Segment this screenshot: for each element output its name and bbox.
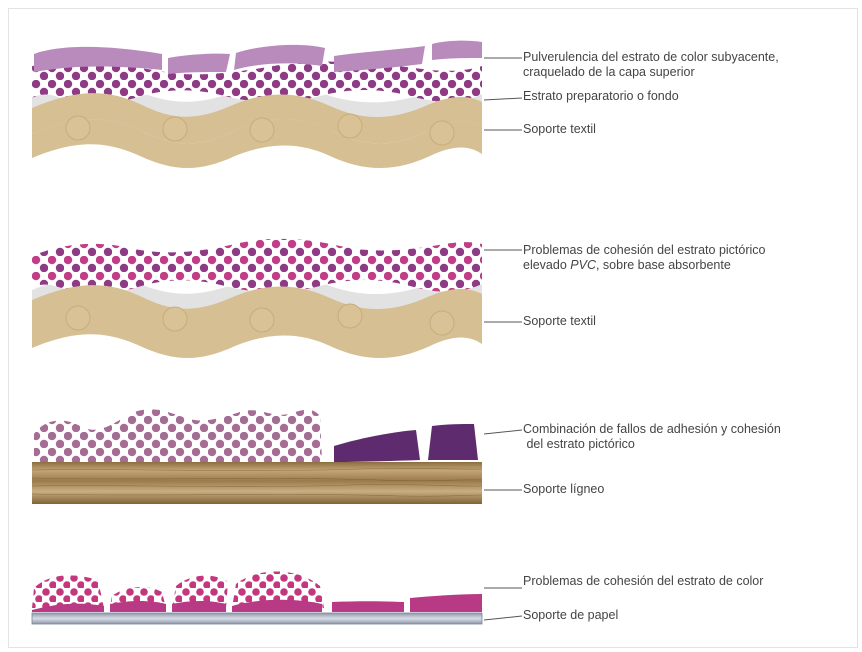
label-d2-top-line2: elevado PVC, sobre base absorbente: [523, 258, 766, 273]
diagram-2: [32, 239, 522, 358]
label-d1-top-line1: Pulverulencia del estrato de color subya…: [523, 50, 779, 65]
label-d3-top-line2: del estrato pictórico: [523, 437, 781, 452]
d3-detached-flakes: [334, 424, 478, 462]
label-d2-support: Soporte textil: [523, 314, 596, 329]
label-d1-support: Soporte textil: [523, 122, 596, 137]
d2-leader-lines: [484, 250, 522, 322]
diagram-4: [32, 572, 522, 625]
label-d1-top-line2: craquelado de la capa superior: [523, 65, 779, 80]
label-d3-top-line1: Combinación de fallos de adhesión y cohe…: [523, 422, 781, 437]
d4-leader-lines: [484, 588, 522, 620]
label-d4-top: Problemas de cohesión del estrato de col…: [523, 574, 763, 589]
label-d2-top: Problemas de cohesión del estrato pictór…: [523, 243, 766, 273]
d3-dotted-stratum: [34, 409, 322, 462]
label-d2-line2-post: , sobre base absorbente: [596, 258, 731, 272]
label-d2-line2-pre: elevado: [523, 258, 570, 272]
d2-dotted-stratum: [32, 239, 482, 293]
d1-leader-lines: [484, 58, 522, 130]
label-d4-support: Soporte de papel: [523, 608, 618, 623]
label-d1-top: Pulverulencia del estrato de color subya…: [523, 50, 779, 80]
label-d3-top: Combinación de fallos de adhesión y cohe…: [523, 422, 781, 452]
label-d2-top-line1: Problemas de cohesión del estrato pictór…: [523, 243, 766, 258]
label-d1-ground: Estrato preparatorio o fondo: [523, 89, 679, 104]
label-d2-line2-em: PVC: [570, 258, 596, 272]
diagram-3: [32, 409, 522, 504]
d4-paper-support: [32, 613, 482, 624]
label-d3-support: Soporte lígneo: [523, 482, 604, 497]
diagram-1: [32, 41, 522, 168]
d3-leader-lines: [484, 430, 522, 490]
